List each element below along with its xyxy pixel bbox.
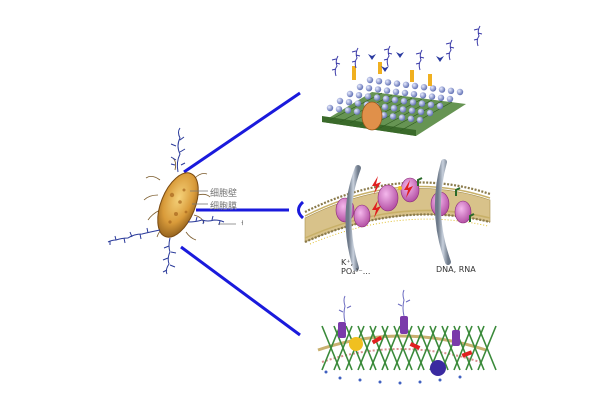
lattice-bead [402, 81, 410, 89]
membrane-protein [361, 101, 383, 131]
connector-middle-bracket [297, 200, 305, 220]
third-structure-label: ᅥ [236, 221, 245, 231]
cell-wall-label: 细胞壁 [210, 189, 238, 199]
lattice-bead [384, 79, 392, 86]
lattice-bead [401, 89, 409, 97]
lattice-bead [428, 93, 436, 100]
lattice-bead [380, 112, 388, 119]
lattice-bead [373, 94, 381, 101]
lattice-bead [426, 109, 434, 117]
bacterium-label-lines [190, 190, 236, 225]
sugar-chain [415, 49, 425, 71]
lattice-bead [411, 82, 419, 90]
ion-channel-icon [345, 159, 451, 271]
mesh-strand [477, 325, 497, 371]
connector-lines [180, 91, 305, 337]
lattice-bead [392, 88, 400, 96]
sugar-chain [445, 39, 455, 61]
lattice-bead [407, 115, 415, 123]
lattice-bead [427, 101, 435, 109]
lattice-bead [399, 106, 407, 113]
lattice-bead [344, 107, 352, 114]
lattice-bead [437, 94, 445, 102]
lattice-bead [418, 100, 426, 107]
lattice-bead [382, 95, 390, 103]
phospholipid-membrane-icon [304, 177, 491, 245]
lattice-bead [447, 87, 455, 95]
lattice-bead [354, 100, 362, 107]
signal-markers [372, 176, 475, 222]
lattice-bead [456, 88, 464, 96]
connector-bottom [180, 245, 301, 337]
bacterium-icon [143, 157, 211, 241]
lattice-bead [416, 116, 424, 124]
lattice-bead [356, 83, 364, 91]
lattice-bead [336, 97, 344, 105]
lattice-bead [438, 86, 446, 93]
lattice-bead [436, 102, 444, 110]
lattice-bead [389, 113, 397, 120]
lattice-bead [429, 85, 437, 92]
lattice-bead [383, 87, 391, 94]
lattice-bead [326, 104, 334, 112]
connector-top [183, 91, 301, 174]
lattice-bead [381, 103, 389, 111]
lattice-bead [410, 91, 418, 98]
ions-label: K⁺, PO₄³⁻... [341, 258, 371, 276]
lattice-bead [366, 76, 374, 84]
lattice-bead [420, 84, 428, 91]
lattice-bead [417, 108, 425, 116]
sugar-chain [383, 45, 393, 67]
lattice-bead [409, 99, 417, 106]
lattice-bead [390, 105, 398, 112]
lattice-bead [355, 92, 363, 99]
lattice-bead [375, 78, 383, 85]
lattice-bead [346, 90, 354, 98]
cell-wall-mesh-icon [317, 289, 497, 385]
lattice-bead [353, 108, 361, 115]
nucleic-acid-label: DNA, RNA [436, 265, 476, 274]
sugar-chain [331, 55, 341, 77]
lattice-bead [335, 106, 343, 113]
lattice-bead [446, 95, 454, 103]
sugar-chain [351, 47, 361, 69]
cell-membrane-label: 细胞膜 [210, 202, 238, 212]
lattice-bead [374, 86, 382, 93]
lattice-bead [398, 114, 406, 121]
lattice-bead [419, 92, 427, 99]
lattice-bead [408, 107, 416, 114]
lattice-bead [364, 93, 372, 100]
peptidoglycan-layer-icon [322, 25, 483, 136]
sugar-chain [473, 25, 483, 47]
lattice-bead [345, 99, 353, 106]
lattice-bead [400, 98, 408, 105]
lattice-bead [393, 80, 401, 87]
lattice-bead [391, 96, 399, 104]
surface-polysaccharides [107, 127, 225, 275]
lattice-bead [365, 85, 373, 92]
